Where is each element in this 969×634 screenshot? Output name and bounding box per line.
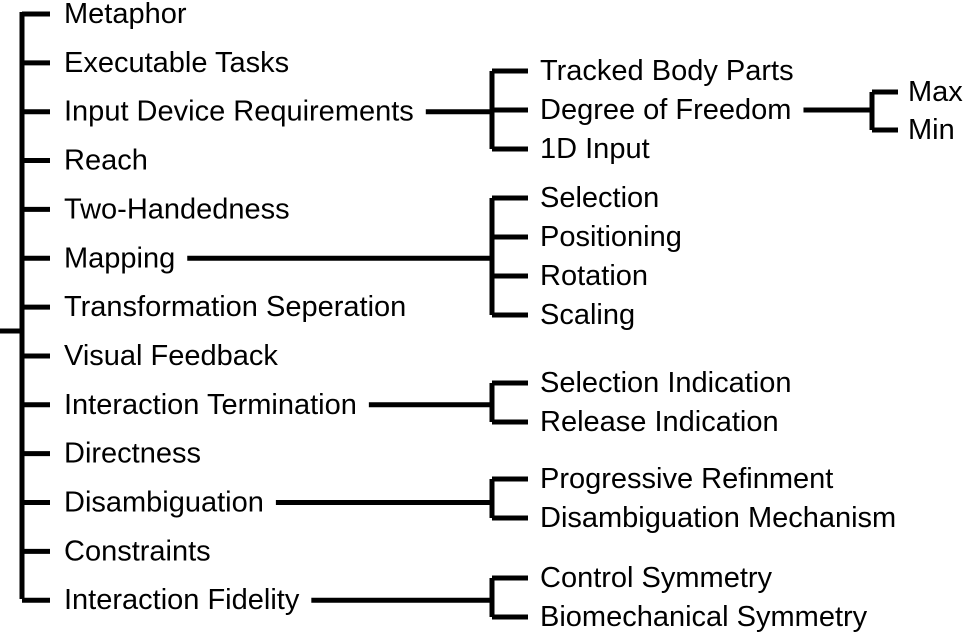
node-metaphor: Metaphor: [64, 0, 187, 30]
node-mapping: Mapping: [64, 242, 175, 274]
node-transformation-seperation: Transformation Seperation: [64, 291, 406, 323]
node-control-symmetry: Control Symmetry: [540, 562, 773, 594]
node-release-indication: Release Indication: [540, 406, 779, 438]
node-max: Max: [908, 76, 963, 108]
node-interaction-termination: Interaction Termination: [64, 389, 357, 421]
node-two-handedness: Two-Handedness: [64, 193, 290, 225]
node-visual-feedback: Visual Feedback: [64, 340, 278, 372]
node-rotation: Rotation: [540, 260, 648, 292]
node-1d-input: 1D Input: [540, 133, 650, 165]
node-selection-indication: Selection Indication: [540, 367, 792, 399]
node-input-device-requirements: Input Device Requirements: [64, 96, 414, 128]
node-directness: Directness: [64, 438, 201, 470]
node-disambiguation: Disambiguation: [64, 487, 264, 519]
node-degree-of-freedom: Degree of Freedom: [540, 94, 791, 126]
node-scaling: Scaling: [540, 299, 635, 331]
node-constraints: Constraints: [64, 535, 211, 567]
node-disambiguation-mechanism: Disambiguation Mechanism: [540, 502, 896, 534]
root-connector: [0, 12, 25, 599]
node-reach: Reach: [64, 145, 148, 177]
node-executable-tasks: Executable Tasks: [64, 47, 289, 79]
node-progressive-refinment: Progressive Refinment: [540, 463, 833, 495]
node-biomechanical-symmetry: Biomechanical Symmetry: [540, 601, 868, 633]
node-tracked-body-parts: Tracked Body Parts: [540, 55, 794, 87]
node-selection: Selection: [540, 182, 659, 214]
node-min: Min: [908, 114, 955, 146]
node-interaction-fidelity: Interaction Fidelity: [64, 584, 300, 616]
node-positioning: Positioning: [540, 221, 682, 253]
